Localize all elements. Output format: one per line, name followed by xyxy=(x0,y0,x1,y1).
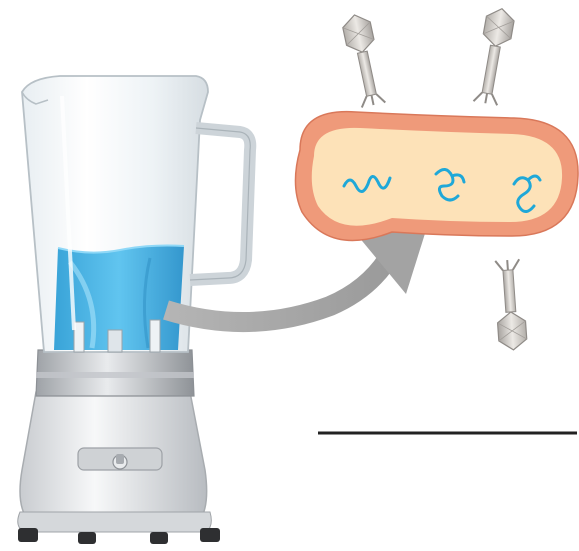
bacteriophage xyxy=(341,12,388,108)
blender-foot xyxy=(150,532,168,544)
blender-foot xyxy=(200,528,220,542)
blender-foot xyxy=(78,532,96,544)
blender-icon xyxy=(18,76,251,544)
bacteriophage xyxy=(493,259,527,351)
bacterial-cell xyxy=(295,112,578,241)
blender-blade xyxy=(150,320,160,352)
bacteriophage xyxy=(472,6,516,105)
blender-foot xyxy=(18,528,38,542)
arrow-icon xyxy=(166,224,428,322)
